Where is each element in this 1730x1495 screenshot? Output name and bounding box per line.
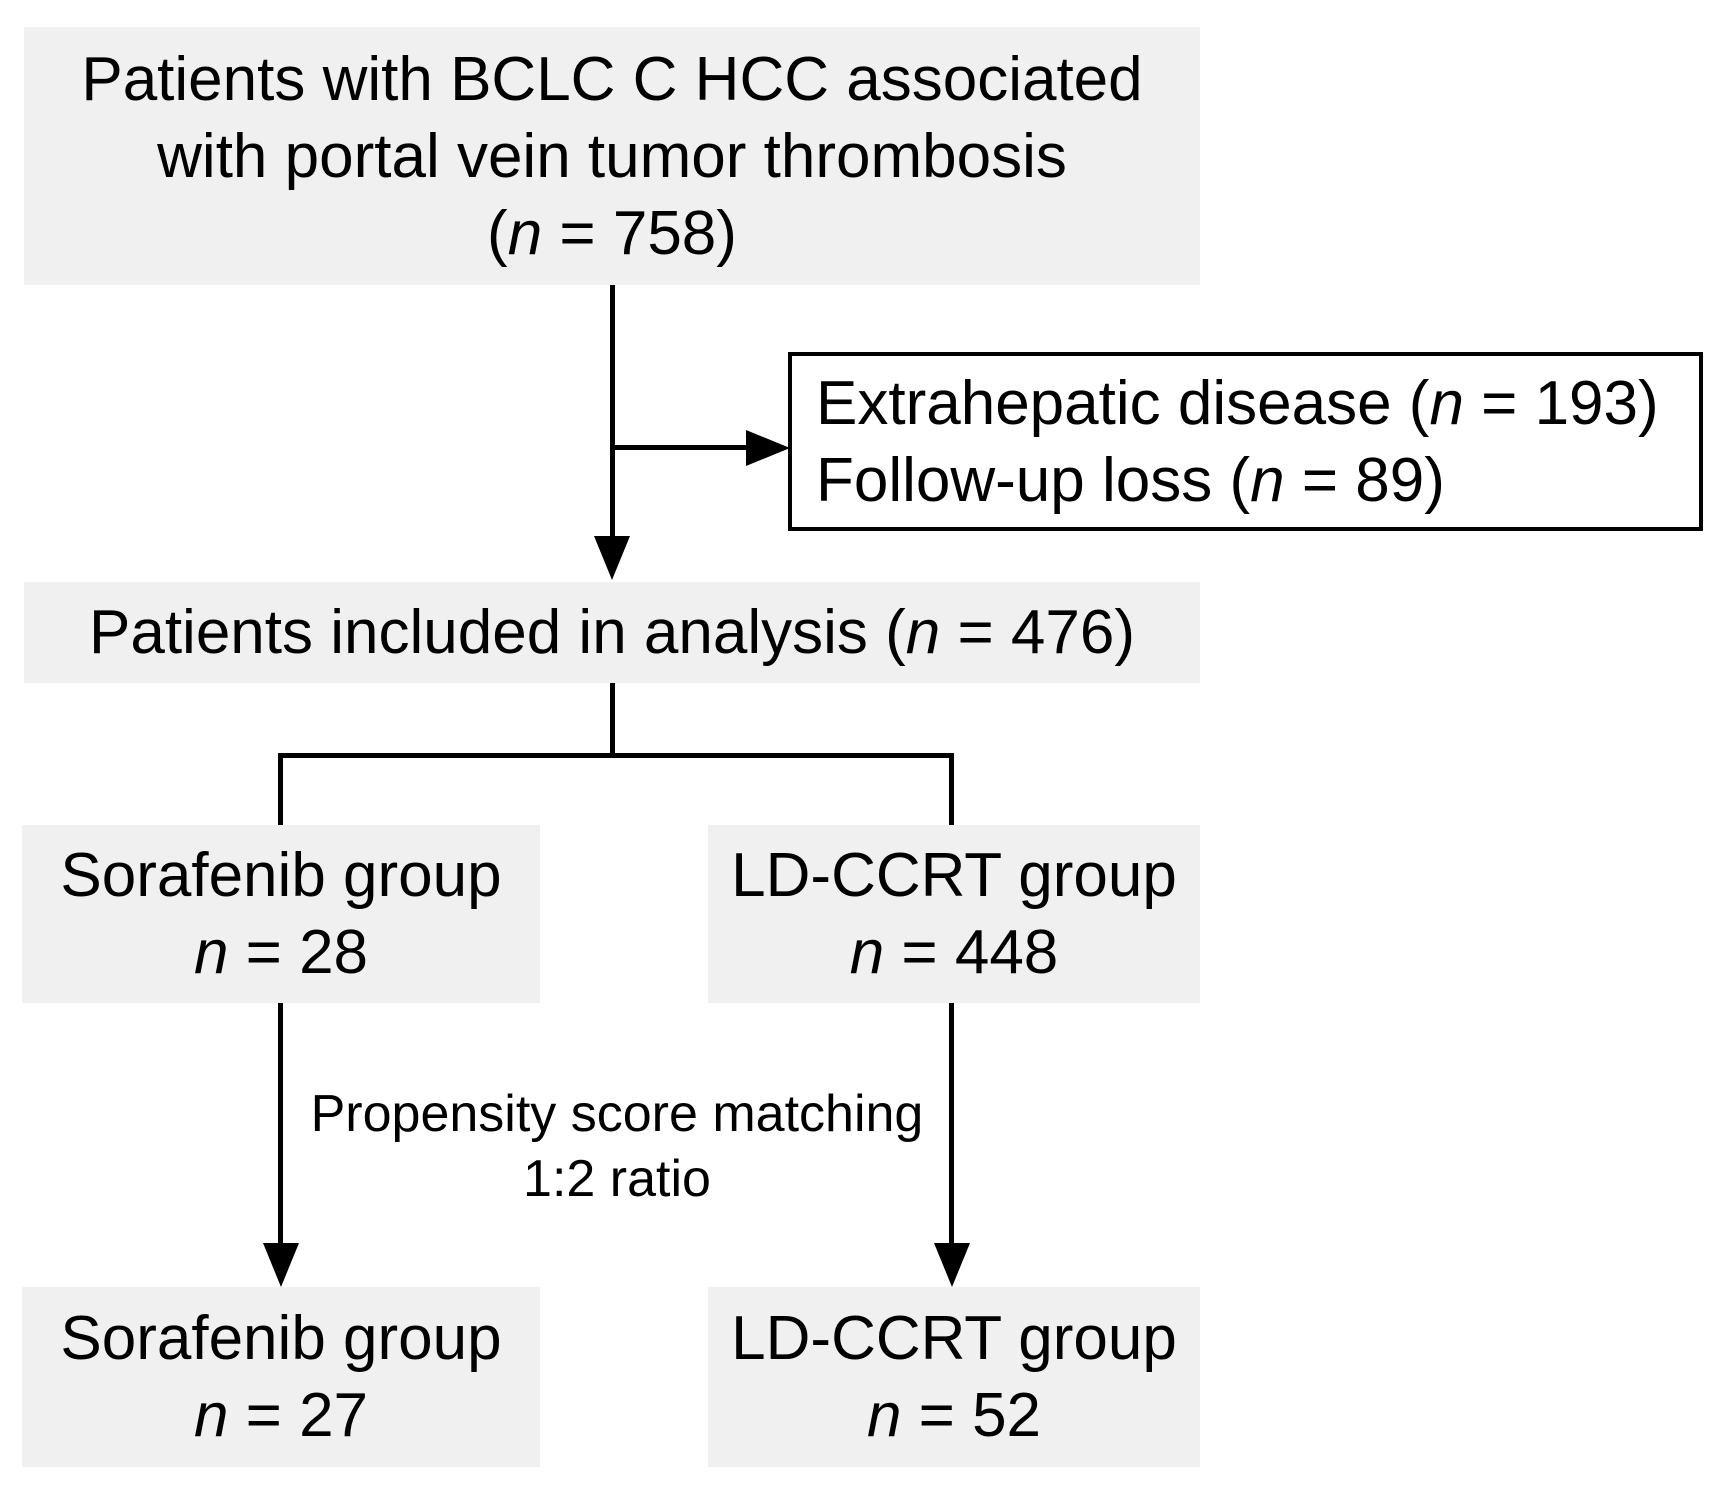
flow-box-ldccrt-group-pre: LD-CCRT group n = 448 [708,825,1200,1003]
count-n-italic: n [507,198,543,268]
ldccrt-post-title: LD-CCRT group [731,1304,1177,1373]
connector-top-to-included-line [610,285,615,538]
flow-box-ldccrt-group-post: LD-CCRT group n = 52 [708,1287,1200,1467]
eligible-line1: Patients with BCLC C HCC associated [81,44,1143,114]
included-text: Patients included in analysis (n = 476) [89,594,1135,671]
flow-box-sorafenib-group-post: Sorafenib group n = 27 [22,1287,540,1467]
connector-branch-horizontal-line [278,753,954,758]
exclusion-line1-pre: Extrahepatic disease ( [816,368,1430,438]
connector-to-exclusion-arrowhead-icon [746,430,790,466]
ldccrt-pre-count: n = 448 [850,914,1059,991]
flow-box-sorafenib-group-pre: Sorafenib group n = 28 [22,825,540,1003]
included-post: = 476) [940,598,1135,667]
flow-box-included-patients: Patients included in analysis (n = 476) [24,582,1200,683]
sorafenib-pre-title: Sorafenib group [60,841,502,910]
ldccrt-post-count: n = 52 [867,1377,1041,1454]
count-n-italic: n [193,1381,229,1450]
sorafenib-post-count: n = 27 [194,1377,368,1454]
matching-label-line1: Propensity score matching [310,1085,924,1143]
connector-branch-left-line [278,753,283,827]
connector-sorafenib-matching-arrowhead-icon [263,1243,299,1287]
count-post: = 52 [901,1381,1042,1450]
exclusion-line2-post: = 89) [1284,445,1445,515]
eligible-line2: with portal vein tumor thrombosis [157,121,1067,191]
matching-label-line2: 1:2 ratio [523,1150,711,1208]
count-post: = 27 [228,1381,369,1450]
connector-top-to-included-arrowhead-icon [594,536,630,580]
connector-to-exclusion-line [610,445,748,450]
count-post: = 448 [884,918,1059,987]
exclusion-line2-n-italic: n [1250,445,1285,515]
sorafenib-post-title: Sorafenib group [60,1304,502,1373]
count-n-italic: n [866,1381,902,1450]
included-pre: Patients included in analysis ( [88,598,906,667]
count-n-italic: n [193,918,229,987]
connector-ldccrt-matching-arrowhead-icon [934,1243,970,1287]
connector-branch-right-line [949,753,954,827]
count-post: = 758) [542,198,737,268]
connector-included-stem-line [610,683,615,755]
ldccrt-pre-title: LD-CCRT group [731,841,1177,910]
included-n-italic: n [905,598,941,667]
propensity-matching-label: Propensity score matching 1:2 ratio [283,1082,951,1212]
count-post: = 28 [228,918,369,987]
exclusion-line1-n-italic: n [1429,368,1464,438]
flow-box-excluded-patients: Extrahepatic disease (n = 193) Follow-up… [788,352,1703,531]
sorafenib-pre-count: n = 28 [194,914,368,991]
flow-box-eligible-patients: Patients with BCLC C HCC associated with… [24,27,1200,285]
exclusion-line2-pre: Follow-up loss ( [816,445,1251,515]
count-pre: ( [487,198,508,268]
exclusion-line1: Extrahepatic disease (n = 193) [816,365,1659,442]
connector-sorafenib-matching-line [278,1003,283,1245]
exclusion-line2: Follow-up loss (n = 89) [816,442,1445,519]
connector-ldccrt-matching-line [949,1003,954,1245]
eligible-count: (n = 758) [487,195,737,272]
exclusion-line1-post: = 193) [1463,368,1659,438]
count-n-italic: n [849,918,885,987]
